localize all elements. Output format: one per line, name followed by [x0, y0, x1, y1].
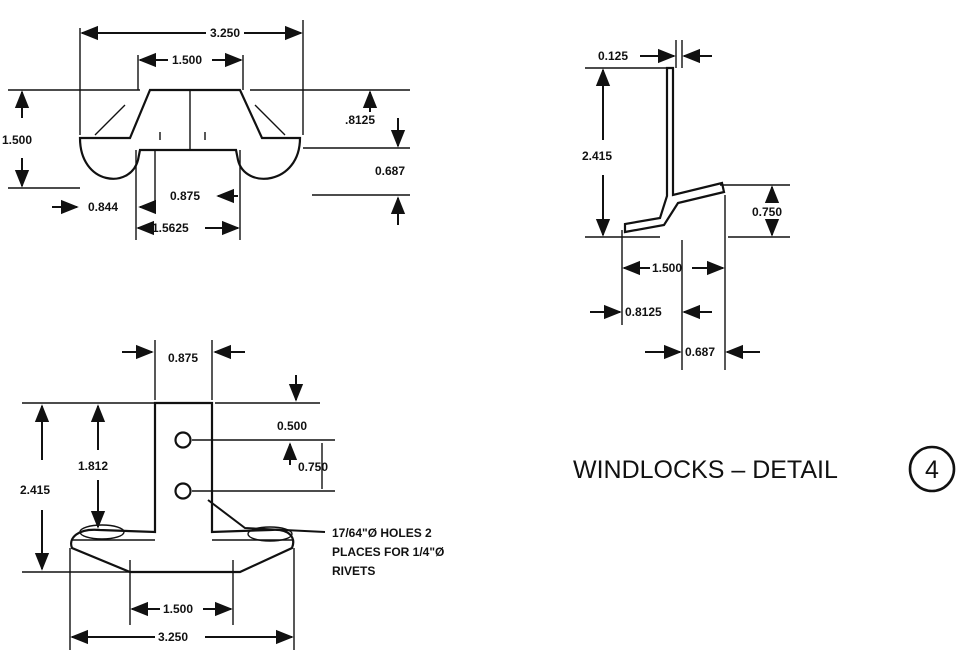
side-height: 2.415: [582, 149, 612, 163]
front-total-height: 2.415: [20, 483, 50, 497]
top-base-height: 0.687: [375, 164, 405, 178]
detail-circle: [908, 445, 956, 493]
top-view-outline: [78, 88, 302, 180]
top-view-center-lines: [159, 90, 206, 150]
side-offset-b: 0.687: [685, 345, 715, 359]
note-leader: [207, 499, 326, 533]
rivet-hole-upper: [174, 431, 192, 449]
top-gap-width: 0.875: [170, 189, 200, 203]
front-hole-top-offset: 0.500: [277, 419, 307, 433]
side-flange-length: 1.500: [652, 261, 682, 275]
note-line-3: RIVETS: [332, 564, 375, 578]
front-tab-width: 0.875: [168, 351, 198, 365]
top-bottom-width: 1.5625: [152, 221, 189, 235]
front-view: 0.875 0.500 0.750 2.415 1.812 1.500 3.25…: [20, 340, 444, 650]
note-line-1: 17/64"Ø HOLES 2: [332, 526, 432, 540]
top-top-width: 1.500: [172, 53, 202, 67]
side-offset-a: 0.8125: [625, 305, 662, 319]
detail-number: 4: [925, 456, 939, 484]
top-shoulder-offset: .8125: [345, 113, 375, 127]
side-thickness: 0.125: [598, 49, 628, 63]
front-hole-spacing: 0.750: [298, 460, 328, 474]
front-tab-height: 1.812: [78, 459, 108, 473]
drawing-title: WINDLOCKS – DETAIL: [573, 456, 838, 484]
front-right-roll: [247, 526, 293, 542]
side-view-outline: [623, 66, 726, 234]
side-flange-rise: 0.750: [752, 205, 782, 219]
front-overall-width: 3.250: [158, 630, 188, 644]
front-left-roll: [79, 524, 125, 540]
front-mid-width: 1.500: [163, 602, 193, 616]
top-view-bend-lines: [94, 104, 286, 136]
top-overall-width: 3.250: [210, 26, 240, 40]
title-block: WINDLOCKS – DETAIL 4: [573, 445, 956, 493]
top-height: 1.500: [2, 133, 32, 147]
side-view: 0.125 2.415 0.750 1.500 0.8125 0.687: [582, 40, 790, 370]
top-view: 3.250 1.500 1.500 .8125 0.687 0.844 0.87…: [2, 20, 410, 240]
top-left-offset: 0.844: [88, 200, 118, 214]
rivet-hole-lower: [174, 482, 192, 500]
front-view-outline: [70, 401, 295, 574]
note-line-2: PLACES FOR 1/4"Ø: [332, 545, 444, 559]
